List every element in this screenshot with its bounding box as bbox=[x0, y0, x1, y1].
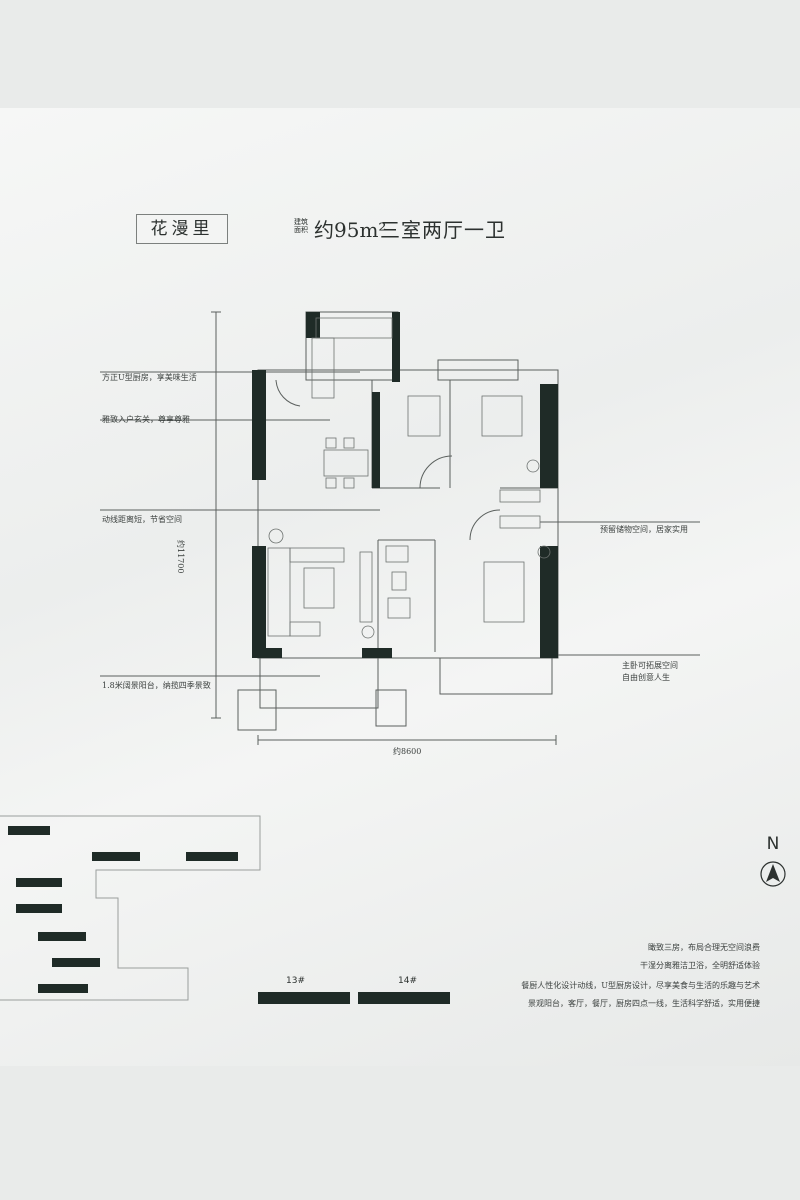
description-line-2: 干湿分离雅洁卫浴，全明舒适体验 bbox=[640, 961, 760, 970]
callout-kitchen: 方正U型厨房，享美味生活 bbox=[102, 373, 197, 382]
compass-north-label: N bbox=[766, 834, 780, 854]
height-dimension-label: 约11700 bbox=[176, 540, 185, 574]
width-dimension-label: 约8600 bbox=[393, 747, 422, 756]
walls bbox=[252, 312, 558, 658]
callout-circulation: 动线距离短，节省空间 bbox=[102, 515, 182, 524]
callout-entry: 雅致入户玄关，尊享尊雅 bbox=[102, 415, 190, 424]
furniture bbox=[267, 317, 551, 639]
site-buildings bbox=[8, 826, 450, 1004]
description-line-3: 餐厨人性化设计动线，U型厨房设计，尽享美食与生活的乐趣与艺术 bbox=[521, 981, 760, 990]
area-label: 建筑面积 bbox=[294, 218, 308, 234]
area-value: 约95m² bbox=[314, 218, 387, 242]
layout-type: 三室两厅一卫 bbox=[380, 218, 506, 242]
project-name: 花漫里 bbox=[136, 214, 228, 244]
site-plan bbox=[0, 815, 261, 1001]
callout-creative: 自由创意人生 bbox=[622, 673, 670, 682]
callout-balcony: 1.8米阔景阳台，纳揽四季景致 bbox=[102, 681, 211, 690]
callout-storage: 预留储物空间，居家实用 bbox=[600, 525, 688, 534]
description-line-4: 景观阳台，客厅，餐厅，厨房四点一线，生活科学舒适，实用便捷 bbox=[528, 999, 760, 1008]
description-line-1: 瞰致三房，布局合理无空间浪费 bbox=[648, 943, 760, 952]
compass: N bbox=[756, 834, 790, 854]
floorplan-sheet bbox=[0, 108, 800, 1066]
building-13-label: 13# bbox=[286, 976, 305, 986]
building-14-label: 14# bbox=[398, 976, 417, 986]
compass-icon bbox=[760, 861, 786, 887]
callout-master-bedroom: 主卧可拓展空间 bbox=[622, 661, 678, 670]
